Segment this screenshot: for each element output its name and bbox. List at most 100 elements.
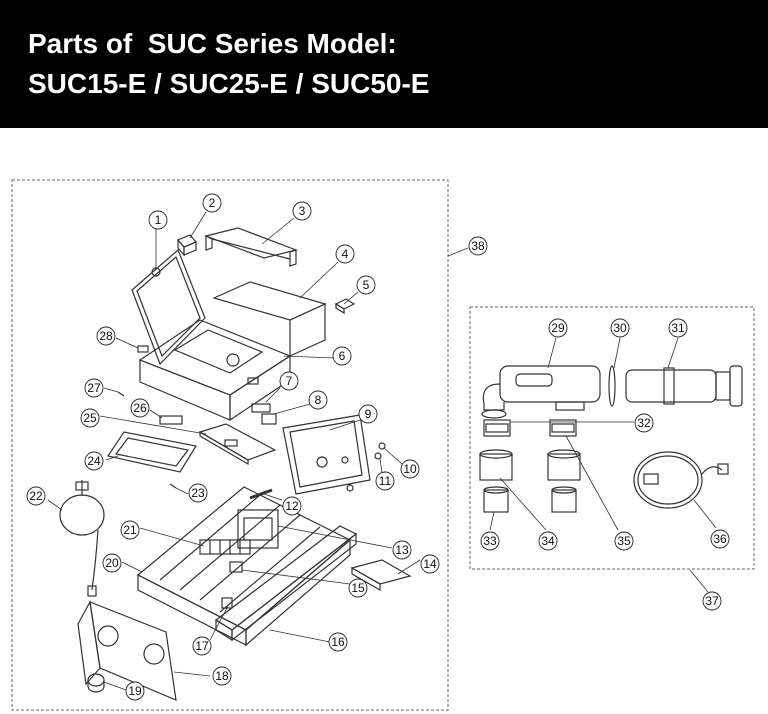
tailpiece-part xyxy=(479,449,513,513)
end-plate-part xyxy=(77,600,177,701)
relay-part xyxy=(229,561,243,573)
callout-label: 14 xyxy=(423,557,437,571)
title-line-2: SUC15-E / SUC25-E / SUC50-E xyxy=(28,68,430,99)
callout-label: 32 xyxy=(637,416,651,430)
callout-label: 19 xyxy=(128,684,142,698)
callout-label: 27 xyxy=(87,381,101,395)
front-panel-part xyxy=(282,414,371,495)
callout-24 xyxy=(84,451,104,471)
tailpiece-part xyxy=(547,449,581,513)
heatsink-part xyxy=(214,525,358,642)
callout-label: 5 xyxy=(363,278,370,292)
callout-label: 22 xyxy=(29,489,43,503)
callout-12 xyxy=(282,496,302,516)
power-cord-part xyxy=(59,480,105,597)
screw-part xyxy=(169,483,177,489)
callout-10 xyxy=(400,459,420,479)
callout-25 xyxy=(80,408,100,428)
screw-part xyxy=(137,345,149,353)
callout-17 xyxy=(192,636,212,656)
latch-part xyxy=(177,234,197,257)
header-banner: Parts of SUC Series Model: SUC15-E / SUC… xyxy=(0,0,768,128)
callout-2 xyxy=(202,193,222,213)
callout-1 xyxy=(148,210,168,230)
screw-part xyxy=(378,442,386,450)
callout-label: 20 xyxy=(105,556,119,570)
callout-5 xyxy=(356,275,376,295)
switch-part xyxy=(251,403,277,425)
callout-32 xyxy=(634,413,654,433)
callout-label: 10 xyxy=(403,462,417,476)
callout-label: 37 xyxy=(705,594,719,608)
callout-label: 2 xyxy=(209,196,216,210)
union-nut-part xyxy=(483,419,511,437)
callout-label: 25 xyxy=(83,411,97,425)
callout-3 xyxy=(292,201,312,221)
callout-label: 31 xyxy=(671,321,685,335)
small-bracket-part xyxy=(334,298,356,315)
callout-26 xyxy=(130,398,150,418)
callout-36 xyxy=(710,529,730,549)
callout-label: 38 xyxy=(471,239,485,253)
callout-label: 13 xyxy=(395,543,409,557)
callout-33 xyxy=(480,531,500,551)
callout-label: 4 xyxy=(342,247,349,261)
main-unit-boundary xyxy=(11,179,449,711)
callout-6 xyxy=(332,346,352,366)
cell-cable-part xyxy=(633,451,729,509)
callout-4 xyxy=(335,244,355,264)
lid-part xyxy=(131,248,206,366)
callout-label: 9 xyxy=(365,407,372,421)
callout-27 xyxy=(84,378,104,398)
callout-label: 21 xyxy=(123,523,137,537)
clip-part xyxy=(159,415,183,425)
callout-18 xyxy=(212,666,232,686)
callout-8 xyxy=(308,390,328,410)
callout-label: 36 xyxy=(713,532,727,546)
callout-15 xyxy=(348,578,368,598)
top-cover-part xyxy=(203,227,299,267)
callout-7 xyxy=(279,371,299,391)
callout-label: 30 xyxy=(613,321,627,335)
callout-31 xyxy=(668,318,688,338)
callout-23 xyxy=(188,483,208,503)
display-board-part xyxy=(107,431,197,473)
terminal-block-part xyxy=(199,539,251,555)
bar-part xyxy=(249,488,273,500)
callout-19 xyxy=(125,681,145,701)
callout-34 xyxy=(538,531,558,551)
callout-label: 26 xyxy=(133,401,147,415)
transformer-part xyxy=(237,509,279,549)
callout-label: 12 xyxy=(285,499,299,513)
callout-label: 11 xyxy=(379,474,392,488)
leader-lines xyxy=(47,211,717,691)
callout-label: 28 xyxy=(99,329,113,343)
callout-label: 17 xyxy=(195,639,209,653)
callout-label: 7 xyxy=(286,374,293,388)
union-nut-part xyxy=(549,419,577,437)
title-line-1: Parts of SUC Series Model: xyxy=(28,28,397,59)
callout-11 xyxy=(375,471,395,491)
callout-29 xyxy=(548,318,568,338)
callout-label: 18 xyxy=(215,669,229,683)
o-ring-part xyxy=(608,365,616,407)
callout-16 xyxy=(328,632,348,652)
callout-label: 8 xyxy=(315,393,322,407)
mount-bracket-part xyxy=(350,559,412,592)
callout-label: 35 xyxy=(617,534,631,548)
knob-part xyxy=(87,673,105,693)
cell-kit-boundary xyxy=(469,306,755,570)
callout-35 xyxy=(614,531,634,551)
callout-30 xyxy=(610,318,630,338)
callout-28 xyxy=(96,326,116,346)
callout-label: 3 xyxy=(299,204,306,218)
callout-label: 15 xyxy=(351,581,365,595)
electrode-part xyxy=(481,365,601,419)
callout-label: 24 xyxy=(87,454,101,468)
callout-label: 29 xyxy=(551,321,565,335)
screw-part xyxy=(117,391,125,397)
pcb-part xyxy=(198,423,277,466)
callout-9 xyxy=(358,404,378,424)
callout-label: 34 xyxy=(541,534,555,548)
callout-20 xyxy=(102,553,122,573)
